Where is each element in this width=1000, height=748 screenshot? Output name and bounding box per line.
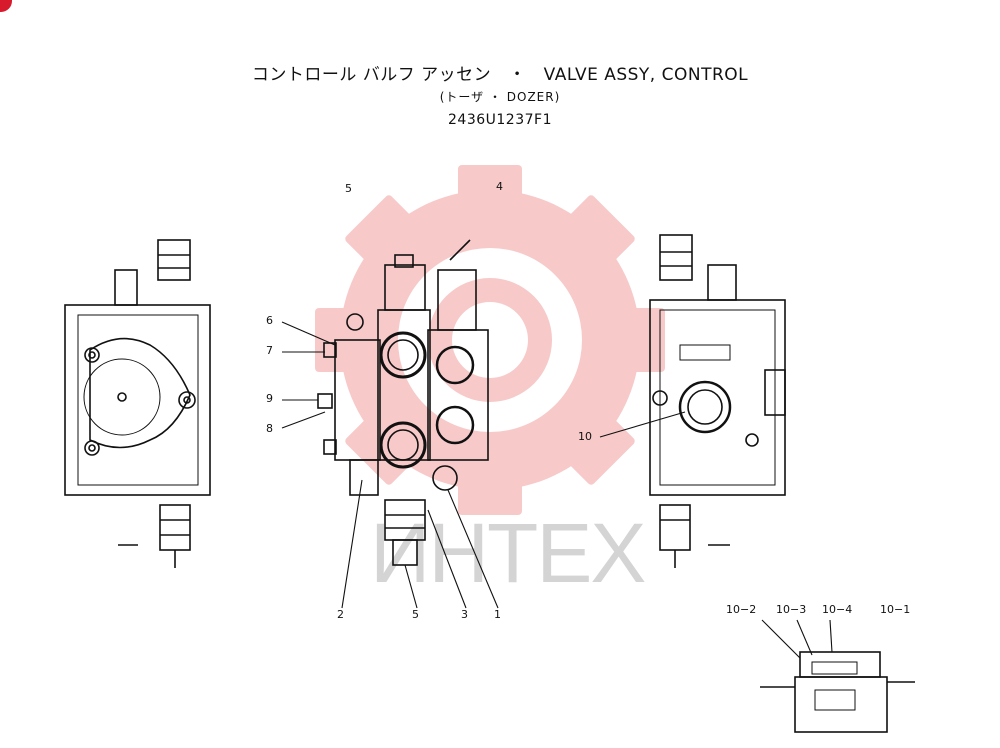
callout-1: 1 <box>494 608 501 621</box>
callout-6: 6 <box>266 314 273 327</box>
title-line-1: コントロール バルフ アッセン ・ VALVE ASSY, CONTROL <box>251 65 749 85</box>
callout-10-2: 10−2 <box>726 603 757 616</box>
callout-10-3: 10−3 <box>776 603 807 616</box>
callout-5-top: 5 <box>345 182 352 195</box>
watermark-text: ИНТЕХ <box>370 506 646 600</box>
callout-4-top: 4 <box>496 180 503 193</box>
callout-5-bottom: 5 <box>412 608 419 621</box>
title-line-2: (トーザ ・ DOZER) <box>439 90 561 104</box>
callout-9: 9 <box>266 392 273 405</box>
callout-2: 2 <box>337 608 344 621</box>
callout-7: 7 <box>266 344 273 357</box>
callout-10: 10 <box>578 430 592 443</box>
callout-10-1: 10−1 <box>880 603 911 616</box>
leader-lines <box>281 321 833 659</box>
part-number: 2436U1237F1 <box>448 112 552 128</box>
callout-10-4: 10−4 <box>822 603 853 616</box>
right-view <box>649 234 786 568</box>
callout-3: 3 <box>461 608 468 621</box>
detail-fitting <box>760 651 915 733</box>
left-view <box>64 239 211 568</box>
center-view <box>317 239 489 566</box>
callout-8: 8 <box>266 422 273 435</box>
